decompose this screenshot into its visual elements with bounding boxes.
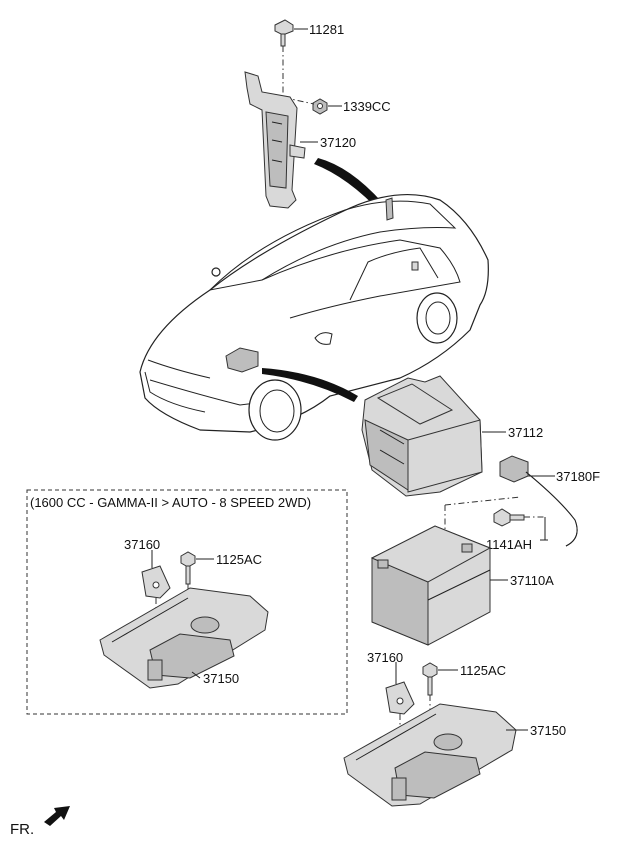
label-1125AC: 1125AC	[460, 663, 506, 678]
label-37150-option: 37150	[203, 671, 239, 686]
battery-insulator-37112	[361, 375, 483, 497]
bracket-37120	[244, 71, 306, 209]
label-37120: 37120	[320, 135, 356, 150]
label-37112: 37112	[508, 425, 543, 440]
bracket-37160-option	[141, 565, 171, 599]
option-box	[26, 489, 348, 715]
label-37160: 37160	[367, 650, 403, 665]
bracket-37160	[385, 681, 415, 715]
option-box-title: (1600 CC - GAMMA-II > AUTO - 8 SPEED 2WD…	[30, 495, 311, 510]
bolt-1125AC-option	[180, 551, 196, 585]
battery-37110A	[370, 525, 492, 646]
label-37160-option: 37160	[124, 537, 160, 552]
label-37150: 37150	[530, 723, 566, 738]
label-37180F: 37180F	[556, 469, 600, 484]
bolt-11281	[274, 19, 294, 47]
label-1141AH: 1141AH	[486, 537, 532, 552]
label-1339CC: 1339CC	[343, 99, 391, 114]
bolt-1125AC	[422, 662, 438, 696]
battery-tray-37150-option	[99, 587, 269, 689]
front-direction-label: FR.	[10, 821, 34, 838]
label-1125AC-option: 1125AC	[216, 552, 262, 567]
label-37110A: 37110A	[510, 573, 554, 588]
nut-1339CC	[312, 98, 328, 115]
bolt-1141AH	[493, 508, 525, 527]
label-11281: 11281	[309, 22, 344, 37]
front-direction-arrow	[44, 806, 70, 826]
battery-sensor-37180F	[499, 455, 578, 547]
battery-tray-37150	[343, 703, 517, 807]
callout-arrow-front	[262, 368, 358, 402]
vehicle-illustration	[139, 193, 489, 441]
